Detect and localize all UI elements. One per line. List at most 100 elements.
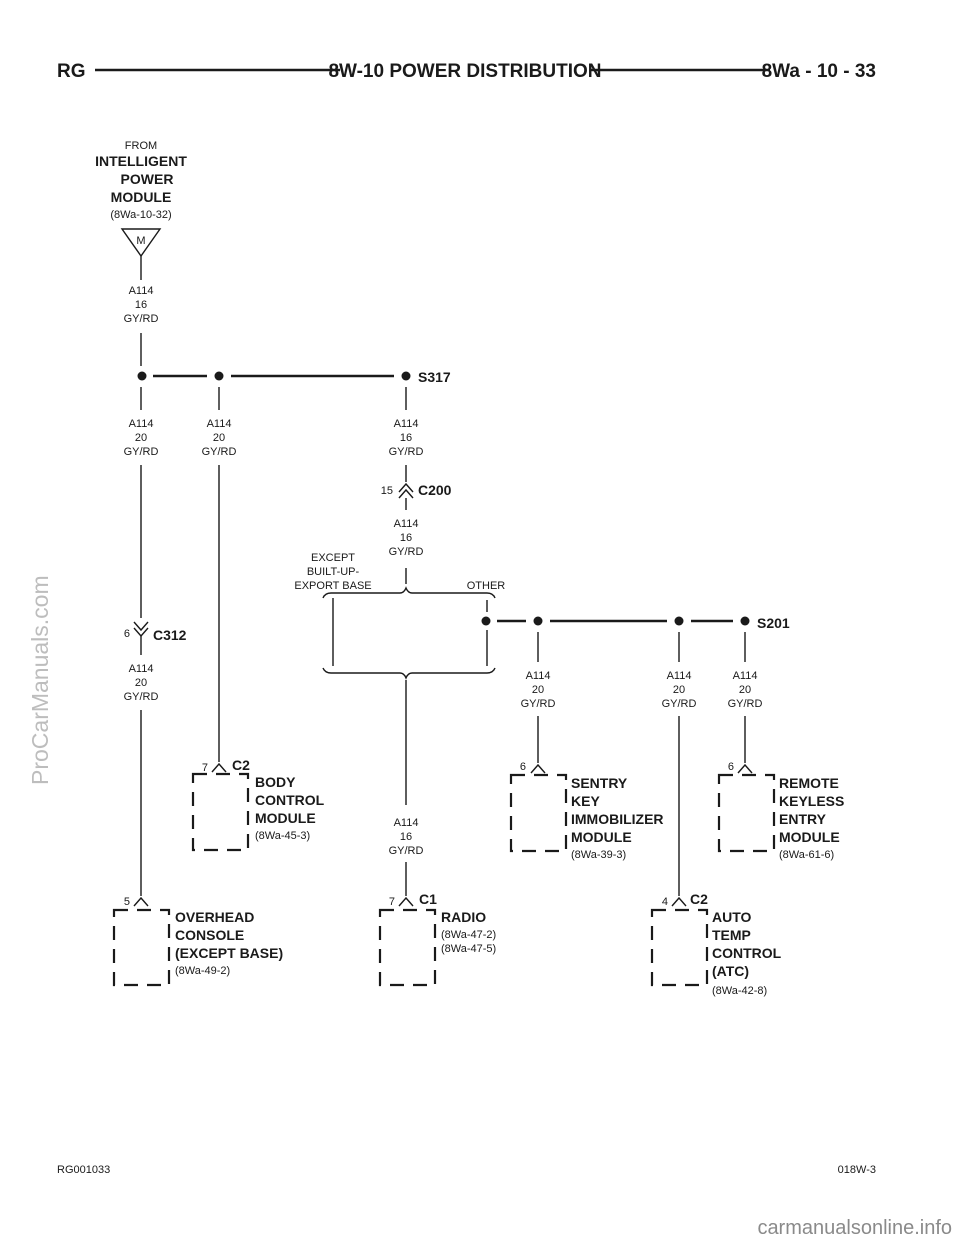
svg-text:GY/RD: GY/RD xyxy=(202,446,237,458)
header-title: 8W-10 POWER DISTRIBUTION xyxy=(328,61,601,82)
connector-pin: 6 xyxy=(124,628,130,640)
splice-dot xyxy=(481,616,491,626)
splice-dot xyxy=(740,616,750,626)
module-name-line: MODULE xyxy=(779,829,840,845)
svg-text:GY/RD: GY/RD xyxy=(662,698,697,710)
svg-text:GY/RD: GY/RD xyxy=(521,698,556,710)
page-header: RG 8W-10 POWER DISTRIBUTION 8Wa - 10 - 3… xyxy=(57,61,876,82)
svg-text:A114: A114 xyxy=(129,663,154,675)
module-name-line: CONTROL xyxy=(712,945,782,961)
module-radio: 7 C1 RADIO (8Wa-47-2) (8Wa-47-5) xyxy=(378,891,496,987)
svg-text:A114: A114 xyxy=(394,418,419,430)
module-name-line: MODULE xyxy=(571,829,632,845)
module-rke: 6 REMOTE KEYLESS ENTRY MODULE (8Wa-61-6) xyxy=(717,761,844,861)
svg-text:GY/RD: GY/RD xyxy=(728,698,763,710)
pin-triangle-icon xyxy=(120,228,162,258)
module-name-line: REMOTE xyxy=(779,775,839,791)
wire-label-radio: A114 16 GY/RD xyxy=(389,817,424,857)
svg-text:GY/RD: GY/RD xyxy=(124,446,159,458)
connector-pin: 6 xyxy=(520,761,526,773)
module-ref: (8Wa-61-6) xyxy=(779,849,834,861)
pin-caret-icon xyxy=(133,896,149,907)
svg-text:GY/RD: GY/RD xyxy=(389,845,424,857)
module-box xyxy=(509,773,568,853)
module-atc: 4 C2 AUTO TEMP CONTROL (ATC) (8Wa-42-8) xyxy=(650,891,782,997)
module-bcm: 7 C2 BODY CONTROL MODULE (8Wa-45-3) xyxy=(191,757,325,852)
connector-pin: 5 xyxy=(124,896,130,908)
module-name-line: CONSOLE xyxy=(175,927,244,943)
option-bracket: EXCEPT BUILT-UP- EXPORT BASE OTHER xyxy=(294,552,506,680)
module-ref: (8Wa-45-3) xyxy=(255,830,310,842)
module-ref: (8Wa-42-8) xyxy=(712,985,767,997)
wire-label-bcm: A114 20 GY/RD xyxy=(202,418,237,458)
svg-text:A114: A114 xyxy=(526,670,551,682)
module-name-line: CONTROL xyxy=(255,792,325,808)
svg-text:16: 16 xyxy=(135,299,147,311)
connector-label: C2 xyxy=(690,891,708,907)
svg-text:A114: A114 xyxy=(129,418,154,430)
connector-label: C312 xyxy=(153,627,187,643)
svg-text:16: 16 xyxy=(400,831,412,843)
option-other: OTHER xyxy=(467,580,506,592)
svg-text:A114: A114 xyxy=(394,817,419,829)
module-box xyxy=(650,908,709,987)
source-module: FROM INTELLIGENT POWER MODULE (8Wa-10-32… xyxy=(95,140,187,258)
module-name-line: IMMOBILIZER xyxy=(571,811,664,827)
module-name-line: AUTO xyxy=(712,909,752,925)
module-name-line: KEYLESS xyxy=(779,793,844,809)
pin-caret-icon xyxy=(398,896,414,907)
svg-text:20: 20 xyxy=(135,677,147,689)
source-ref: (8Wa-10-32) xyxy=(110,209,171,221)
svg-text:20: 20 xyxy=(739,684,751,696)
connector-pin: 6 xyxy=(728,761,734,773)
source-line2: POWER xyxy=(121,171,174,187)
wire-label-left: A114 20 GY/RD xyxy=(124,418,159,458)
option-except-line1: EXCEPT xyxy=(311,552,355,564)
option-except-line3: EXPORT BASE xyxy=(294,580,371,592)
connector-chevron-icon xyxy=(398,482,414,499)
svg-text:GY/RD: GY/RD xyxy=(389,446,424,458)
splice-label-s317: S317 xyxy=(418,369,451,385)
svg-text:16: 16 xyxy=(400,432,412,444)
wire-label-c312: A114 20 GY/RD xyxy=(124,663,159,703)
module-box xyxy=(378,908,437,987)
option-brace-bottom xyxy=(322,667,496,680)
footer-left: RG001033 xyxy=(57,1164,110,1176)
connector-label: C2 xyxy=(232,757,250,773)
wire-label-skim: A114 20 GY/RD xyxy=(521,670,556,710)
source-from: FROM xyxy=(125,140,157,152)
connector-label: C1 xyxy=(419,891,437,907)
splice-s201: S201 xyxy=(481,615,790,631)
svg-text:A114: A114 xyxy=(733,670,758,682)
svg-text:GY/RD: GY/RD xyxy=(124,691,159,703)
header-left: RG xyxy=(57,61,86,82)
side-watermark: ProCarManuals.com xyxy=(27,575,53,785)
module-overhead: 5 OVERHEAD CONSOLE (EXCEPT BASE) (8Wa-49… xyxy=(112,896,283,987)
pin-caret-icon xyxy=(211,762,227,773)
module-name-line: MODULE xyxy=(255,810,316,826)
splice-dot xyxy=(401,371,411,381)
module-box xyxy=(112,908,171,987)
connector-pin: 7 xyxy=(389,896,395,908)
source-line3: MODULE xyxy=(111,189,172,205)
module-ref: (8Wa-47-5) xyxy=(441,943,496,955)
connector-pin: 15 xyxy=(381,485,393,497)
wire-label-atc: A114 20 GY/RD xyxy=(662,670,697,710)
connector-pin: 7 xyxy=(202,762,208,774)
option-except-line2: BUILT-UP- xyxy=(307,566,360,578)
pin-caret-icon xyxy=(530,763,546,774)
svg-text:20: 20 xyxy=(213,432,225,444)
module-name-line: BODY xyxy=(255,774,296,790)
module-name-line: ENTRY xyxy=(779,811,827,827)
connector-c312: 6 C312 xyxy=(124,621,187,643)
svg-text:A114: A114 xyxy=(207,418,232,430)
splice-dot xyxy=(137,371,147,381)
source-line1: INTELLIGENT xyxy=(95,153,187,169)
module-ref: (8Wa-39-3) xyxy=(571,849,626,861)
svg-text:16: 16 xyxy=(400,532,412,544)
wire-label-c200: A114 16 GY/RD xyxy=(389,518,424,558)
svg-text:A114: A114 xyxy=(129,285,154,297)
wire-label-rke: A114 20 GY/RD xyxy=(728,670,763,710)
connector-pin: 4 xyxy=(662,896,668,908)
